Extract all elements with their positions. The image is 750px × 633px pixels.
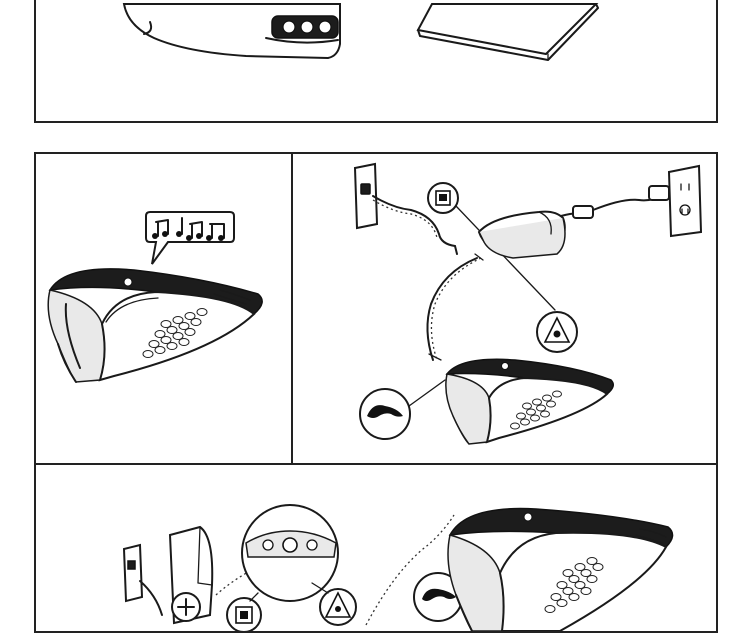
- handset-icon: [359, 388, 411, 440]
- contents-panel: [34, 0, 718, 123]
- connect-panel: [291, 152, 718, 465]
- conference-phone-large-drawing: [447, 507, 674, 631]
- phone-jack-icon: [226, 597, 262, 631]
- contents-illustration: [122, 3, 599, 61]
- phone-jack-icon: [427, 182, 459, 214]
- connect-illustration: [353, 162, 703, 445]
- speaker-port-icon: [536, 311, 578, 353]
- conference-phone-small-drawing: [445, 358, 614, 445]
- wall-outlet-drawing: [667, 164, 703, 238]
- wall-mount-illustration: [122, 504, 674, 631]
- keypad: [142, 308, 208, 358]
- wall-mount-panel: [34, 463, 718, 633]
- conference-phone-drawing: [47, 268, 263, 383]
- speaker-port-icon: [319, 588, 357, 626]
- wall-plate-drawing: [122, 543, 144, 603]
- power-on-panel: [34, 152, 293, 465]
- manual-booklet-drawing: [416, 3, 599, 61]
- power-on-illustration: [47, 211, 263, 383]
- wall-module-upright-drawing: [168, 525, 214, 625]
- music-notes-icon: [145, 211, 235, 265]
- console-base-drawing: [122, 3, 341, 60]
- wall-module-drawing: [477, 210, 566, 259]
- magnifier-drawing: [241, 504, 339, 602]
- wall-phone-jack-drawing: [353, 162, 379, 230]
